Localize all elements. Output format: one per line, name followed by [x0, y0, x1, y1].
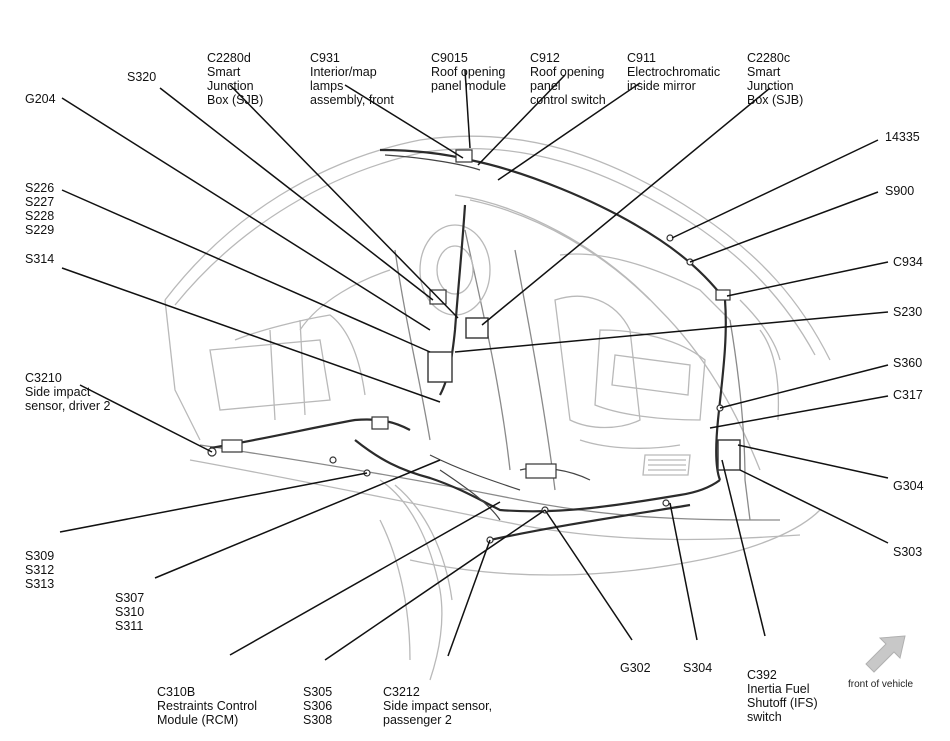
leader-lines: [59, 69, 889, 661]
leader-g304: [737, 444, 889, 479]
vehicle-wiring-diagram: [59, 69, 906, 681]
label-s900: S900: [885, 184, 915, 198]
leader-c317: [709, 395, 889, 429]
leader-s320: [159, 87, 434, 301]
leader-g204: [61, 97, 431, 331]
wiring-harness: [207, 148, 741, 544]
label-14335: 14335: [885, 130, 920, 144]
leader-c2280c: [481, 87, 771, 326]
leader-s360: [719, 364, 889, 409]
label-s314: S314: [25, 252, 55, 266]
leader-c931: [344, 84, 464, 159]
front-of-vehicle-label: front of vehicle: [848, 679, 914, 690]
leader-c912: [477, 74, 566, 166]
leader-s305: [324, 509, 546, 661]
leader-s304: [669, 502, 698, 641]
leader-s226: [61, 189, 431, 353]
leader-c2280d: [229, 84, 459, 319]
label-s360: S360: [893, 356, 923, 370]
label-s304: S304: [683, 661, 713, 675]
label-g302: G302: [620, 661, 651, 675]
label-c317: C317: [893, 388, 923, 402]
label-s230: S230: [893, 305, 923, 319]
leader-g302: [544, 509, 633, 641]
leader-c911: [497, 82, 641, 181]
leader-c392: [721, 459, 766, 637]
leader-s230: [454, 311, 889, 353]
label-g304: G304: [893, 479, 924, 493]
label-g204: G204: [25, 92, 56, 106]
label-s303: S303: [893, 545, 923, 559]
arrow-up-right-icon: [865, 635, 906, 673]
leader-s309: [59, 472, 368, 533]
leader-c310b: [229, 501, 501, 656]
vehicle-body: [164, 135, 831, 681]
leader-s900: [689, 191, 879, 263]
leader-c934: [726, 261, 889, 297]
leader-c9015: [464, 69, 471, 149]
label-s320: S320: [127, 70, 157, 84]
leader-c3210: [79, 384, 213, 453]
leader-c3212: [447, 539, 491, 657]
leader-s314: [61, 267, 441, 403]
leader-s303: [739, 469, 889, 544]
label-c934: C934: [893, 255, 923, 269]
leader-s307: [154, 459, 441, 579]
leader-14335: [671, 139, 879, 239]
